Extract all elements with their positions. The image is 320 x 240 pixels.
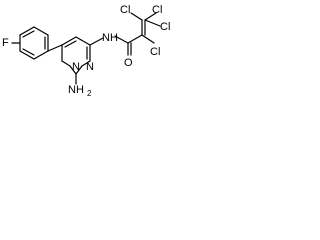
- ring-nitrogen-top-label: N: [72, 61, 80, 73]
- amino-group-label: NH: [68, 84, 84, 96]
- amino-subscript: 2: [87, 89, 92, 98]
- bond: [75, 36, 91, 46]
- bond: [144, 19, 161, 27]
- bond: [130, 12, 143, 21]
- amide-hydrogen-label: H: [110, 32, 118, 44]
- fluorophenyl-ring: [11, 26, 49, 60]
- fluorine-atom-label: F: [2, 37, 9, 49]
- bond: [69, 65, 77, 75]
- pyrimidine-ring: [61, 36, 91, 85]
- bond: [19, 26, 35, 36]
- bond: [22, 30, 35, 38]
- bond: [64, 40, 77, 48]
- carbonyl-oxygen-label: O: [124, 57, 133, 69]
- bond: [114, 35, 129, 44]
- bond: [127, 34, 143, 44]
- chlorine-right-label: Cl: [160, 21, 170, 33]
- bond: [141, 34, 155, 44]
- bond: [33, 50, 49, 60]
- amide-nitrogen-label: N: [102, 32, 110, 44]
- bond: [47, 44, 63, 52]
- bond: [33, 26, 49, 36]
- bond: [61, 36, 77, 46]
- chlorine-top-left-label: Cl: [120, 4, 130, 16]
- bond: [61, 60, 71, 67]
- chlorine-bottom-label: Cl: [150, 46, 160, 58]
- amide-group: [89, 34, 143, 56]
- trichlorovinyl-group: [130, 12, 161, 44]
- bond: [89, 37, 104, 46]
- bond: [22, 48, 35, 56]
- ring-nitrogen-bottom-label: N: [86, 61, 94, 73]
- bond: [19, 50, 35, 60]
- molecule-structure: F N N H O N NH 2 Cl Cl Cl Cl: [2, 4, 170, 98]
- bond: [75, 65, 83, 75]
- bond: [81, 60, 91, 67]
- structure-canvas: F N N H O N NH 2 Cl Cl Cl Cl: [0, 0, 193, 105]
- bond: [144, 12, 157, 21]
- chlorine-top-right-label: Cl: [152, 4, 162, 16]
